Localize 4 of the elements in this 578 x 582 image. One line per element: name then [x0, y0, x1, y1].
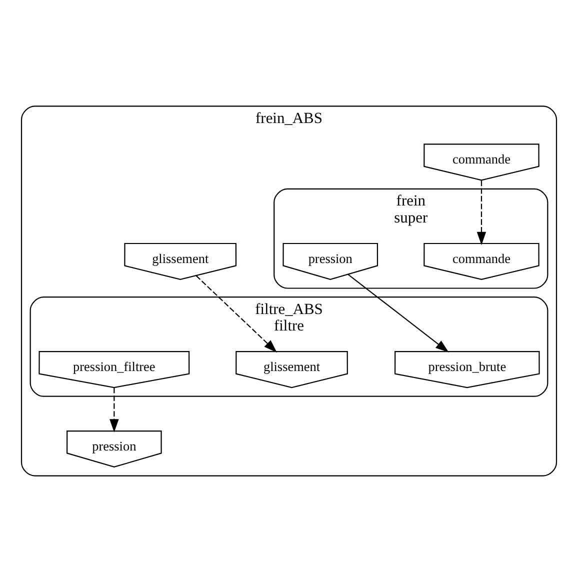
arrow [110, 388, 119, 432]
arrow [348, 274, 449, 352]
arrow [196, 275, 278, 353]
arrow [476, 180, 486, 246]
